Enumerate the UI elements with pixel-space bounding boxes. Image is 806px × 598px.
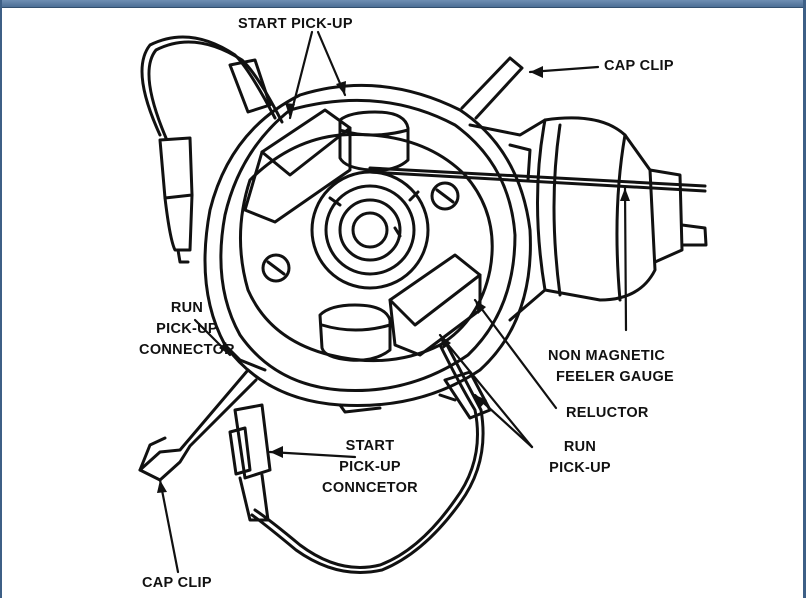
window-title-bar <box>0 0 806 8</box>
leader-lines <box>158 30 628 574</box>
cap-clip-top-part <box>460 56 524 120</box>
label-run-pickup-connector: RUN PICK-UP CONNECTOR <box>126 298 248 361</box>
window-frame-left <box>0 0 2 598</box>
label-reluctor: RELUCTOR <box>566 405 649 421</box>
label-line: PICK-UP <box>339 459 401 475</box>
label-start-pickup-top: START PICK-UP <box>238 16 353 32</box>
label-start-pickup-connector: START PICK-UP CONNCETOR <box>300 436 440 499</box>
feeler-gauge <box>368 166 707 193</box>
label-non-magnetic-feeler-gauge: NON MAGNETIC FEELER GAUGE <box>548 346 674 388</box>
label-run-pickup: RUN PICK-UP <box>530 437 630 479</box>
distributor-housing <box>203 83 532 414</box>
label-line: CONNCETOR <box>322 480 418 496</box>
cap-clip-bottom-part <box>138 368 258 482</box>
leader-arrowheads <box>157 66 630 493</box>
mounting-screws <box>261 181 460 283</box>
window-frame-right <box>803 0 806 598</box>
label-line: START <box>345 438 395 454</box>
label-line: RUN <box>563 439 597 455</box>
run-pickup-coil <box>318 253 482 362</box>
run-pickup-lead <box>140 35 284 264</box>
label-line: PICK-UP <box>156 321 218 337</box>
label-cap-clip-bottom: CAP CLIP <box>142 575 212 591</box>
start-pickup-coil <box>243 108 410 224</box>
label-line: CONNECTOR <box>139 342 235 358</box>
label-line: NON MAGNETIC <box>548 348 666 364</box>
label-line: RUN <box>170 300 204 316</box>
label-line: FEELER GAUGE <box>556 369 674 385</box>
label-line: PICK-UP <box>549 460 611 476</box>
vacuum-advance-unit <box>468 116 708 322</box>
label-cap-clip-top: CAP CLIP <box>604 58 674 74</box>
